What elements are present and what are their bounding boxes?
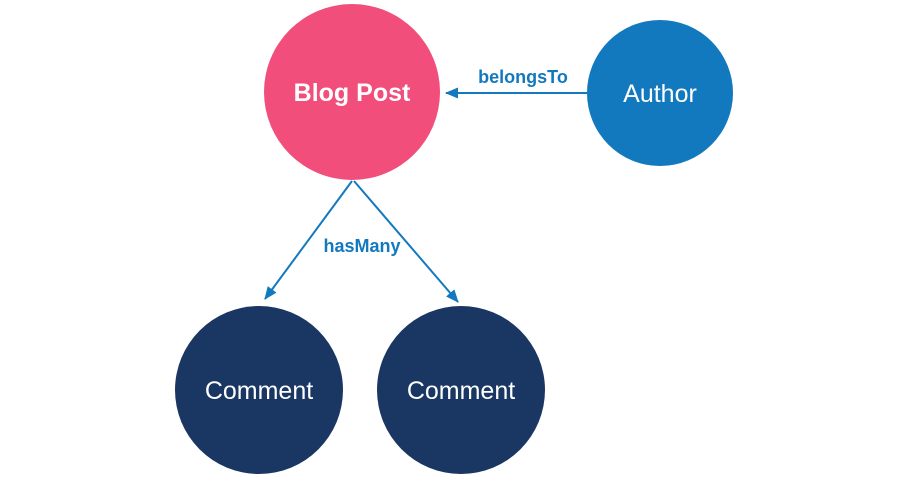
comment-left-label: Comment xyxy=(205,377,313,405)
author-circle xyxy=(587,20,733,166)
comment-left-circle xyxy=(175,306,343,474)
node-blog-post: Blog Post xyxy=(264,4,440,180)
has-many-arrow-right xyxy=(353,180,459,303)
blog-post-circle xyxy=(264,4,440,180)
belongs-to-label: belongsTo xyxy=(478,67,568,87)
author-label: Author xyxy=(623,80,697,108)
node-comment-left: Comment xyxy=(175,306,343,474)
edge-has-many: hasMany xyxy=(264,180,459,303)
blog-post-label: Blog Post xyxy=(294,79,411,107)
comment-right-circle xyxy=(377,306,545,474)
node-author: Author xyxy=(587,20,733,166)
has-many-arrow-left xyxy=(264,180,353,300)
has-many-label: hasMany xyxy=(323,236,400,256)
edge-belongs-to: belongsTo xyxy=(445,67,587,99)
node-comment-right: Comment xyxy=(377,306,545,474)
comment-right-label: Comment xyxy=(407,377,515,405)
